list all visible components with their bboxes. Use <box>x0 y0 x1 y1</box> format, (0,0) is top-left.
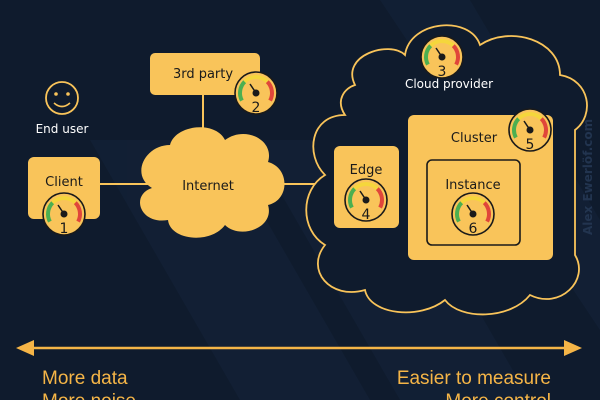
left-caption-line1: More data <box>42 368 128 389</box>
left-caption-line2: More noise <box>42 391 136 400</box>
cloud-provider-gauge-number: 3 <box>438 64 447 80</box>
edge-node: Edge 4 <box>334 146 399 228</box>
cluster-label: Cluster <box>451 131 498 146</box>
internet-node: Internet <box>140 127 285 238</box>
client-label: Client <box>45 175 83 190</box>
internet-cloud-shape <box>140 127 285 238</box>
third-party-label: 3rd party <box>173 67 233 82</box>
client-node: Client 1 <box>28 157 100 237</box>
instance-gauge-number: 6 <box>469 221 478 237</box>
cloud-provider-label: Cloud provider <box>405 77 493 91</box>
end-user-label: End user <box>36 122 89 136</box>
third-party-gauge-number: 2 <box>252 100 261 116</box>
instance-node: Instance 6 <box>426 159 521 246</box>
edge-gauge-number: 4 <box>362 207 371 223</box>
right-caption-line1: Easier to measure <box>397 368 551 389</box>
right-caption-line2: More control <box>445 391 551 400</box>
cluster-gauge-number: 5 <box>526 137 535 153</box>
third-party-node: 3rd party 2 <box>150 53 279 116</box>
edge-label: Edge <box>350 163 383 178</box>
smiley-icon <box>45 81 79 115</box>
scale-arrow <box>16 340 582 356</box>
end-user: End user <box>36 81 89 136</box>
client-gauge-number: 1 <box>60 221 69 237</box>
credit-text: Alex Ewerlöf.com <box>581 119 595 235</box>
instance-label: Instance <box>445 178 500 193</box>
internet-label: Internet <box>182 179 234 194</box>
cloud-provider-node: 3 Cloud provider <box>405 34 493 91</box>
